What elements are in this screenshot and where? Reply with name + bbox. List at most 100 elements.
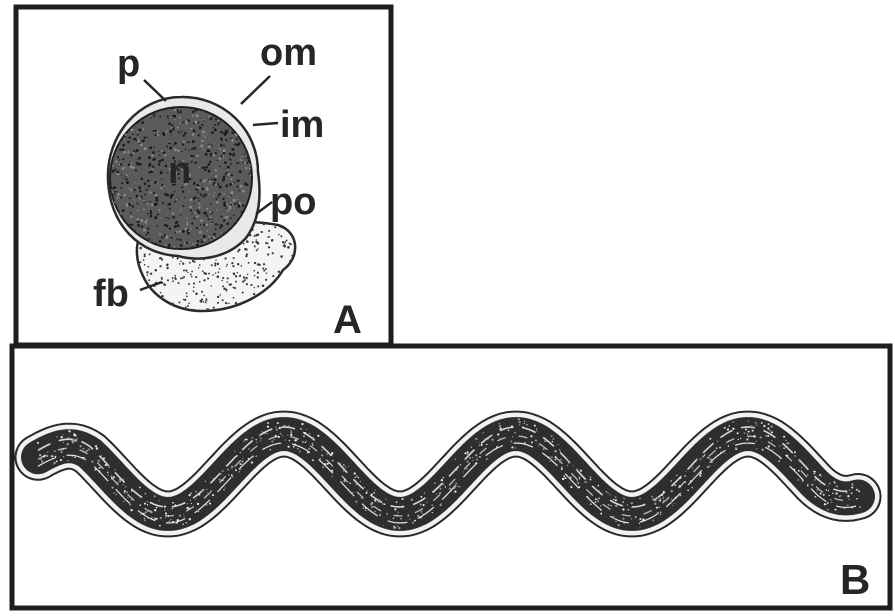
- stipple-dot: [150, 201, 151, 202]
- stipple-dot: [590, 503, 592, 505]
- stipple-dot: [711, 461, 713, 463]
- stipple-dot: [201, 298, 203, 300]
- stipple-dot: [171, 125, 172, 126]
- stipple-dot: [291, 307, 294, 310]
- stipple-dot: [182, 263, 184, 265]
- stipple-dot: [192, 260, 194, 262]
- stipple-dot: [224, 161, 227, 164]
- stipple-dot: [125, 486, 126, 487]
- stipple-dot: [118, 247, 120, 249]
- stipple-dot: [187, 141, 189, 143]
- stipple-dot: [155, 203, 158, 206]
- stipple-dot: [171, 134, 173, 136]
- stipple-dot: [191, 276, 193, 278]
- stipple-dot: [672, 505, 673, 506]
- stipple-dot: [420, 496, 422, 498]
- stipple-dot: [139, 261, 141, 263]
- stipple-dot: [282, 241, 284, 243]
- leader-p: [144, 80, 166, 101]
- stipple-dot: [201, 140, 203, 142]
- stipple-dot: [228, 107, 231, 110]
- stipple-dot: [298, 313, 300, 315]
- stipple-dot: [231, 468, 232, 469]
- stipple-dot: [613, 517, 615, 519]
- stipple-dot: [187, 314, 189, 316]
- stipple-dot: [692, 487, 693, 488]
- stipple-dot: [709, 465, 710, 466]
- stipple-dot: [250, 129, 252, 131]
- stipple-dot: [231, 474, 233, 476]
- stipple-dot: [115, 219, 117, 221]
- stipple-dot: [499, 438, 501, 440]
- stipple-dot: [183, 516, 184, 517]
- stipple-dot: [830, 499, 831, 500]
- stipple-dot: [119, 227, 121, 229]
- stipple-dot: [139, 197, 141, 199]
- stipple-dot: [445, 486, 446, 487]
- stipple-dot: [174, 504, 176, 506]
- stipple-dot: [267, 426, 269, 428]
- stipple-dot: [590, 476, 592, 478]
- stipple-dot: [207, 492, 208, 493]
- stipple-dot: [138, 277, 140, 279]
- stipple-dot: [227, 166, 230, 169]
- stipple-dot: [192, 110, 195, 113]
- stipple-dot: [111, 486, 113, 488]
- stipple-dot: [151, 314, 154, 317]
- stipple-dot: [130, 212, 132, 214]
- stipple-dot: [510, 440, 512, 442]
- stipple-dot: [747, 439, 748, 440]
- stipple-dot: [137, 210, 139, 212]
- stipple-dot: [124, 490, 126, 492]
- stipple-dot: [150, 210, 152, 212]
- stipple-dot: [613, 499, 615, 501]
- stipple-dot: [248, 262, 250, 264]
- stipple-dot: [160, 517, 162, 519]
- stipple-dot: [217, 263, 220, 266]
- stipple-dot: [242, 105, 245, 108]
- stipple-dot: [133, 136, 134, 137]
- stipple-dot: [203, 166, 205, 168]
- stipple-dot: [224, 133, 227, 136]
- stipple-dot: [154, 134, 156, 136]
- stipple-dot: [174, 225, 177, 228]
- stipple-dot: [147, 504, 148, 505]
- panel-b-letter: B: [840, 556, 870, 603]
- stipple-dot: [147, 227, 149, 229]
- stipple-dot: [178, 108, 180, 110]
- stipple-dot: [460, 464, 461, 465]
- stipple-dot: [595, 487, 596, 488]
- stipple-dot: [270, 314, 272, 316]
- stipple-dot: [119, 480, 120, 481]
- panel-a: p om im n po fb A: [16, 7, 391, 345]
- stipple-dot: [182, 230, 185, 233]
- stipple-dot: [836, 485, 838, 487]
- stipple-dot: [197, 121, 199, 123]
- stipple-dot: [233, 215, 235, 217]
- stipple-dot: [299, 247, 301, 249]
- stipple-dot: [107, 472, 109, 474]
- stipple-dot: [170, 522, 172, 524]
- stipple-dot: [300, 428, 302, 430]
- stipple-dot: [577, 482, 579, 484]
- stipple-dot: [228, 196, 229, 197]
- stipple-dot: [379, 514, 381, 516]
- stipple-dot: [114, 220, 116, 222]
- stipple-dot: [690, 480, 692, 482]
- stipple-dot: [508, 430, 510, 432]
- stipple-dot: [56, 461, 58, 463]
- stipple-dot: [147, 180, 149, 182]
- stipple-dot: [111, 113, 113, 115]
- stipple-dot: [153, 130, 155, 132]
- stipple-dot: [411, 499, 413, 501]
- stipple-dot: [185, 269, 187, 271]
- stipple-dot: [191, 148, 193, 150]
- stipple-dot: [623, 498, 625, 500]
- stipple-dot: [457, 485, 459, 487]
- stipple-dot: [859, 506, 861, 508]
- stipple-dot: [265, 301, 267, 303]
- stipple-dot: [140, 107, 141, 108]
- stipple-dot: [219, 226, 221, 228]
- stipple-dot: [536, 430, 537, 431]
- stipple-dot: [694, 477, 696, 479]
